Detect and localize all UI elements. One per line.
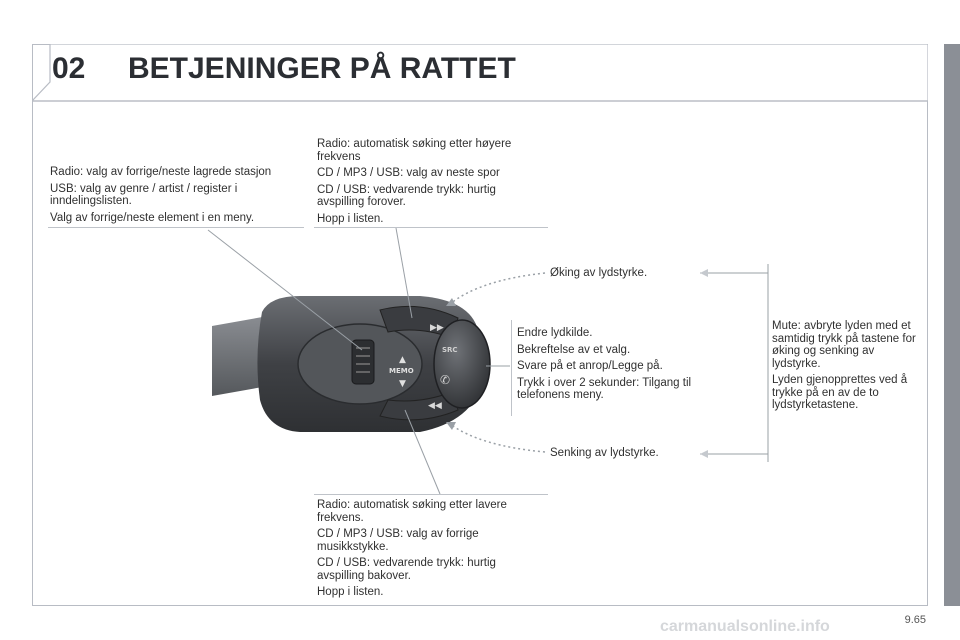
- callout-line: CD / USB: vedvarende trykk: hurtig avspi…: [317, 557, 496, 582]
- stalk-arm: [212, 316, 268, 396]
- rewind-icon: ◀◀: [428, 401, 442, 411]
- callout-line: Hopp i listen.: [317, 586, 384, 598]
- callout-line: Radio: automatisk søking etter høyere fr…: [317, 138, 512, 163]
- page-header: [32, 44, 928, 102]
- callout-line: Endre lydkilde.: [517, 327, 593, 339]
- phone-icon: ✆: [440, 373, 450, 387]
- watermark-text: carmanualsonline.info: [660, 618, 830, 635]
- callout-line: Senking av lydstyrke.: [550, 447, 659, 459]
- callout-line: Valg av forrige/neste element i en meny.: [50, 211, 255, 224]
- callout-line: Hopp i listen.: [317, 212, 384, 225]
- divider: [314, 494, 548, 495]
- scroll-wheel[interactable]: [351, 339, 375, 385]
- chapter-number: 02: [52, 52, 86, 85]
- callout-volume-up: Øking av lydstyrke.: [550, 267, 700, 284]
- callout-line: Trykk i over 2 sekunder: Tilgang til tel…: [517, 376, 692, 402]
- callout-volume-down: Senking av lydstyrke.: [550, 447, 700, 464]
- callout-preset-stations: Radio: valg av forrige/neste lagrede sta…: [50, 166, 310, 228]
- callout-line: Øking av lydstyrke.: [550, 267, 648, 279]
- callout-line: Mute: avbryte lyden med et samtidig tryk…: [772, 320, 916, 370]
- callout-line: Svare på et anrop/Legge på.: [517, 360, 663, 372]
- divider: [48, 227, 304, 228]
- chapter-sidebar-tab: [944, 44, 960, 606]
- callout-line: CD / MP3 / USB: valg av forrige musikkst…: [317, 528, 479, 553]
- header-banner-shape: [32, 44, 928, 102]
- arrow-tip-up: [446, 298, 456, 306]
- callout-line: CD / USB: vedvarende trykk: hurtig avspi…: [317, 183, 496, 209]
- callout-line: USB: valg av genre / artist / register i…: [50, 182, 238, 208]
- memo-label: MEMO: [389, 367, 414, 375]
- callout-mute: Mute: avbryte lyden med et samtidig tryk…: [772, 320, 917, 416]
- callout-seek-down: Radio: automatisk søking etter lavere fr…: [317, 499, 542, 603]
- callout-line: Bekreftelse av et valg.: [517, 343, 631, 356]
- arrow-tip-mute-down: [700, 450, 708, 458]
- callout-line: Radio: automatisk søking etter lavere fr…: [317, 499, 507, 524]
- divider: [314, 227, 548, 228]
- arrow-tip-down: [446, 422, 456, 430]
- arrow-tip-mute-up: [700, 269, 708, 277]
- volume-pointer-arcs: [449, 272, 546, 453]
- source-knob[interactable]: SRC ✆: [433, 319, 491, 409]
- fast-forward-icon: ▶▶: [430, 323, 444, 333]
- callout-line: Lyden gjenopprettes ved å trykke på en a…: [772, 374, 908, 411]
- page-title: BETJENINGER PÅ RATTET: [128, 52, 516, 85]
- up-arrow-icon: ▲: [399, 355, 406, 365]
- page-number: 9.65: [904, 614, 926, 626]
- callout-seek-up: Radio: automatisk søking etter høyere fr…: [317, 138, 542, 229]
- callout-line: Radio: valg av forrige/neste lagrede sta…: [50, 166, 272, 178]
- src-label: SRC: [442, 346, 458, 354]
- divider: [511, 320, 512, 416]
- memo-button[interactable]: ▲ MEMO ▼: [389, 355, 414, 389]
- down-arrow-icon: ▼: [399, 379, 406, 389]
- callout-line: CD / MP3 / USB: valg av neste spor: [317, 167, 500, 179]
- leader-lines: [207, 227, 769, 495]
- callout-source: Endre lydkilde. Bekreftelse av et valg. …: [517, 327, 727, 406]
